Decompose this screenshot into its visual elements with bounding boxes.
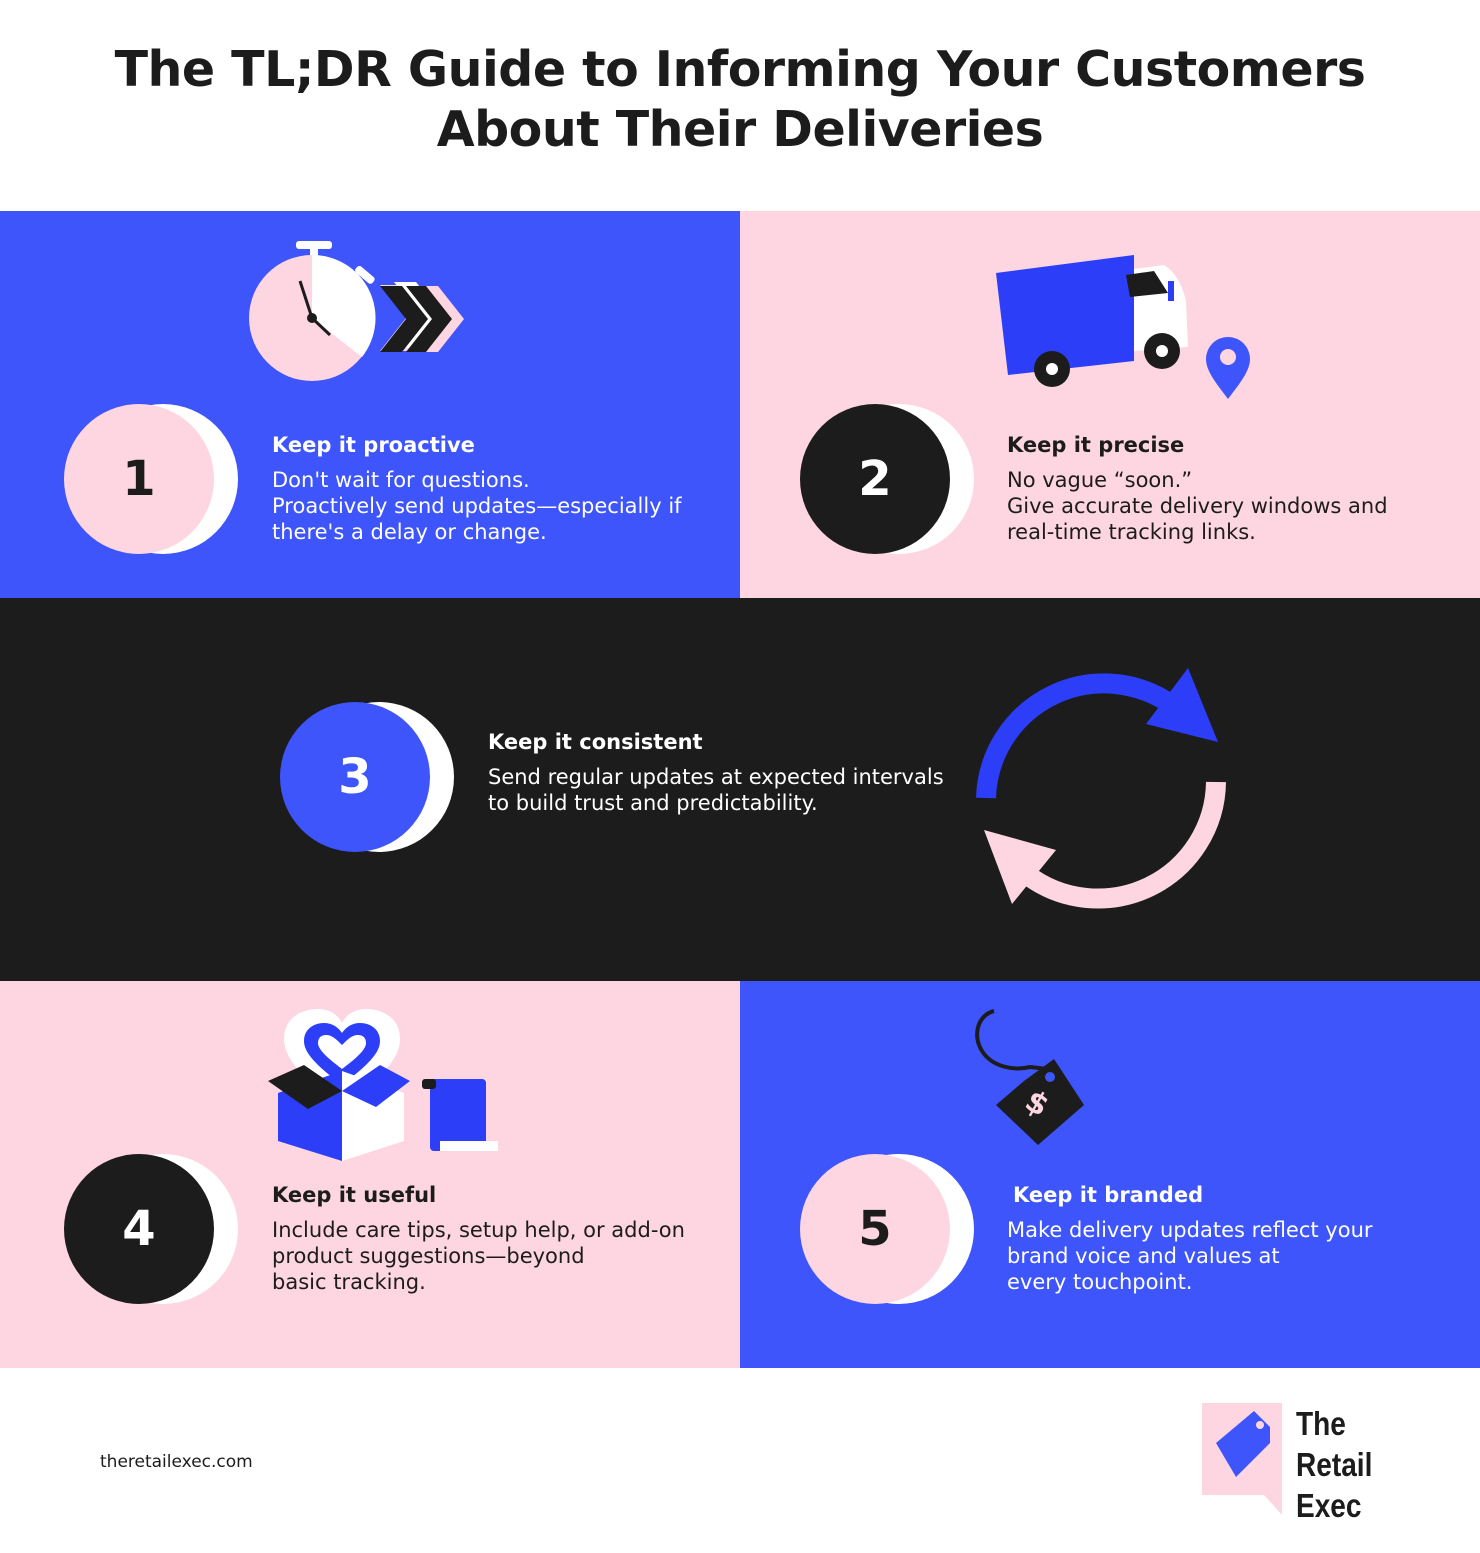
step-number: 1	[64, 404, 214, 554]
tag-logo-icon	[1202, 1403, 1282, 1515]
refresh-cycle-icon	[976, 668, 1226, 909]
description-line: No vague “soon.”	[1007, 468, 1193, 492]
description-line: brand voice and values at	[1007, 1244, 1280, 1268]
step-2-text: Keep it precise No vague “soon.” Give ac…	[1007, 431, 1427, 545]
the-retail-exec-logo: The Retail Exec	[1202, 1403, 1402, 1524]
step-heading: Keep it proactive	[272, 433, 475, 457]
description-line: product suggestions—beyond	[272, 1244, 585, 1268]
description-line: there's a delay or change.	[272, 520, 547, 544]
step-number: 5	[800, 1154, 950, 1304]
step-description: Make delivery updates reflect your brand…	[1007, 1217, 1427, 1295]
step-5-text: Keep it branded Make delivery updates re…	[1007, 1181, 1427, 1295]
description-line: Proactively send updates—especially if	[272, 494, 682, 518]
step-3-text: Keep it consistent Send regular updates …	[488, 728, 948, 816]
stopwatch-icon	[249, 241, 464, 381]
step-heading: Keep it precise	[1007, 433, 1185, 457]
description-line: Make delivery updates reflect your	[1007, 1218, 1373, 1242]
description-line: Include care tips, setup help, or add-on	[272, 1218, 685, 1242]
step-heading: Keep it useful	[272, 1183, 437, 1207]
description-line: basic tracking.	[272, 1270, 426, 1294]
description-line: to build trust and predictability.	[488, 791, 818, 815]
price-tag-icon: $	[975, 1009, 1084, 1145]
step-number: 3	[280, 702, 430, 852]
step-5-panel: $ 5 Keep it branded Make delivery update…	[740, 981, 1480, 1368]
step-4-number-badge: 4	[64, 1154, 240, 1304]
step-4-panel: 4 Keep it useful Include care tips, setu…	[0, 981, 740, 1368]
step-heading: Keep it branded	[1013, 1183, 1204, 1207]
step-description: No vague “soon.” Give accurate delivery …	[1007, 467, 1427, 545]
footer-url[interactable]: theretailexec.com	[100, 1452, 253, 1472]
gift-box-heart-icon	[268, 1009, 498, 1161]
step-1-number-badge: 1	[64, 404, 240, 554]
page-title: The TL;DR Guide to Informing Your Custom…	[0, 40, 1480, 160]
step-number: 2	[800, 404, 950, 554]
step-heading: Keep it consistent	[488, 730, 703, 754]
delivery-truck-icon	[996, 255, 1250, 399]
page-title-line-2: About Their Deliveries	[436, 101, 1044, 158]
step-3-panel: 3 Keep it consistent Send regular update…	[0, 598, 1480, 981]
logo-word: Retail	[1296, 1446, 1373, 1483]
step-number: 4	[64, 1154, 214, 1304]
page-title-line-1: The TL;DR Guide to Informing Your Custom…	[114, 41, 1366, 98]
step-description: Don't wait for questions. Proactively se…	[272, 467, 692, 545]
step-description: Send regular updates at expected interva…	[488, 764, 948, 816]
step-2-panel: 2 Keep it precise No vague “soon.” Give …	[740, 211, 1480, 598]
description-line: real-time tracking links.	[1007, 520, 1256, 544]
description-line: Give accurate delivery windows and	[1007, 494, 1388, 518]
description-line: Send regular updates at expected interva…	[488, 765, 944, 789]
step-1-text: Keep it proactive Don't wait for questio…	[272, 431, 692, 545]
logo-word: The	[1296, 1405, 1346, 1442]
logo-word: Exec	[1296, 1487, 1362, 1524]
description-line: every touchpoint.	[1007, 1270, 1193, 1294]
step-1-panel: 1 Keep it proactive Don't wait for quest…	[0, 211, 740, 598]
logo-wordmark: The Retail Exec	[1296, 1403, 1372, 1526]
step-description: Include care tips, setup help, or add-on…	[272, 1217, 692, 1295]
step-2-number-badge: 2	[800, 404, 976, 554]
step-5-number-badge: 5	[800, 1154, 976, 1304]
step-3-number-badge: 3	[280, 702, 456, 852]
step-4-text: Keep it useful Include care tips, setup …	[272, 1181, 692, 1295]
description-line: Don't wait for questions.	[272, 468, 530, 492]
